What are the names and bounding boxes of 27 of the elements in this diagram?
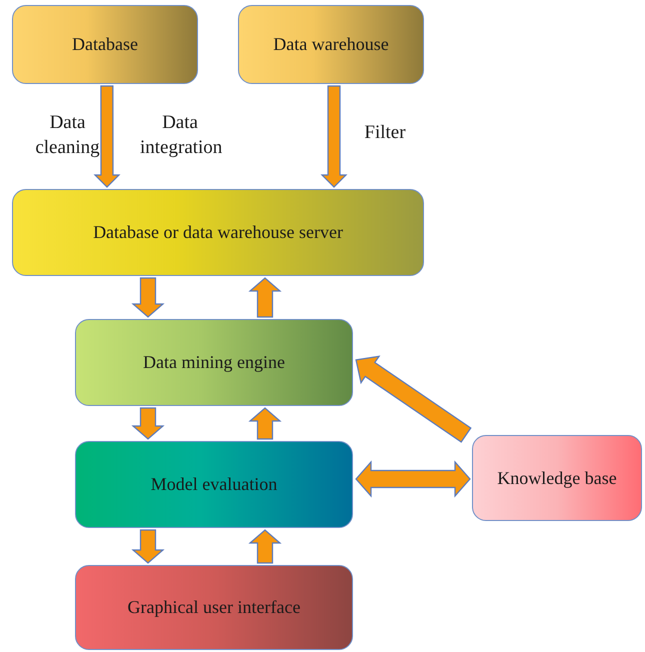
process-box: [75, 319, 353, 406]
block-arrow: [248, 277, 282, 318]
process-box: [238, 5, 424, 84]
box-label: Database or data warehouse server: [93, 222, 343, 243]
process-box: [472, 435, 642, 521]
block-arrow: [94, 85, 120, 188]
process-box: [12, 189, 424, 276]
box-label: Data warehouse: [273, 34, 389, 55]
block-arrow: [131, 407, 165, 440]
block-arrow: [131, 529, 165, 564]
process-box: [75, 565, 353, 650]
box-label: Data mining engine: [143, 352, 285, 373]
block-arrow: [355, 460, 471, 498]
edge-label: Data cleaning: [34, 111, 101, 160]
block-arrow: [248, 529, 282, 564]
box-label: Knowledge base: [497, 468, 617, 488]
block-arrow: [248, 407, 282, 440]
edge-label: Filter: [363, 121, 407, 145]
box-label: Model evaluation: [150, 474, 278, 495]
box-label: Graphical user interface: [128, 597, 300, 618]
box-label: Database: [72, 34, 138, 55]
annotation-label: Data integration: [140, 111, 220, 160]
block-arrow: [131, 277, 165, 318]
block-arrow: [320, 85, 348, 188]
process-box: [75, 441, 353, 528]
block-arrow: [355, 356, 472, 443]
process-box: [12, 5, 198, 84]
